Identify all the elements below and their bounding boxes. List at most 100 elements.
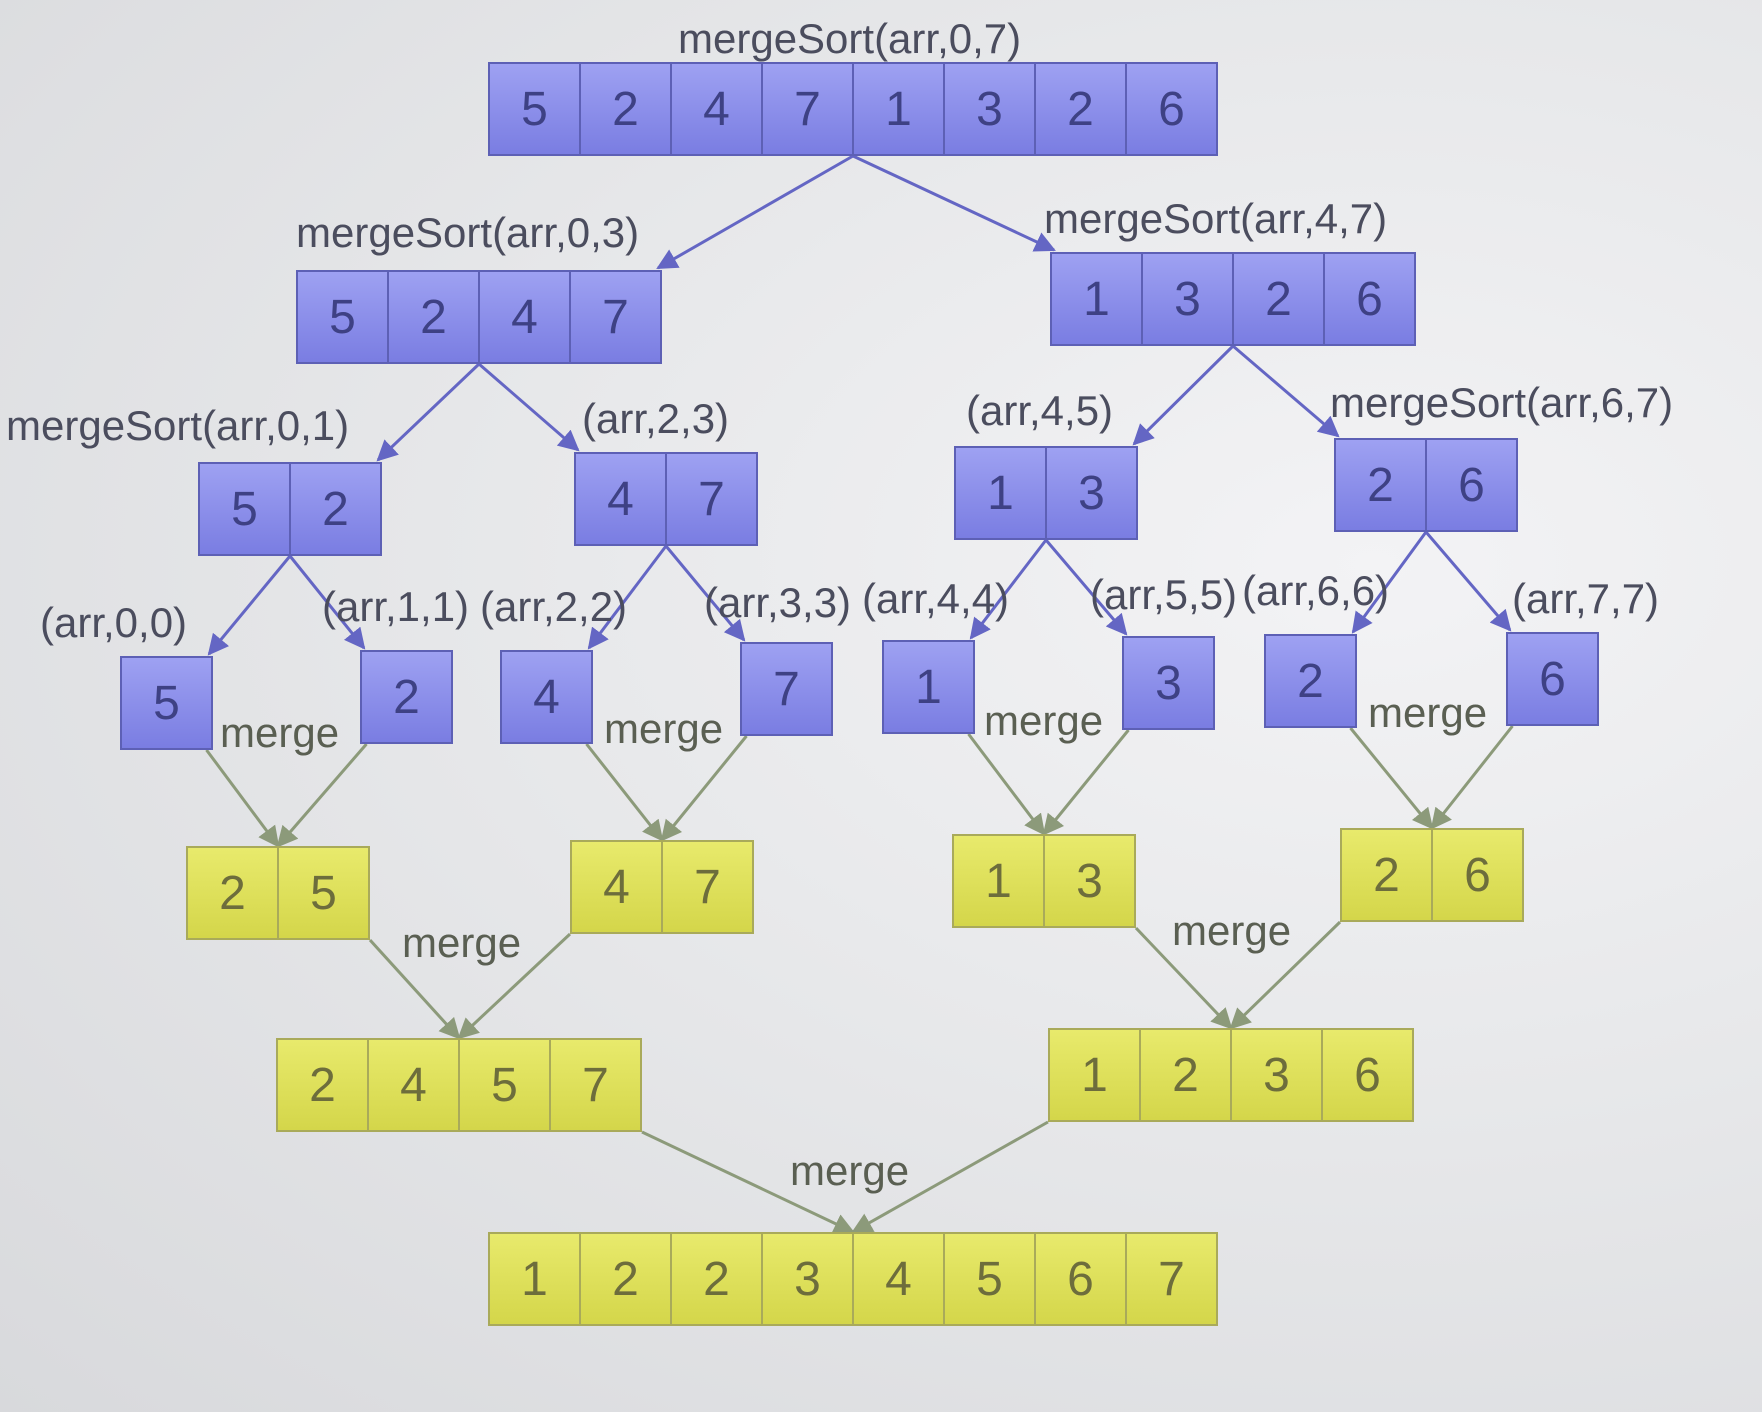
split-arrow xyxy=(288,555,366,650)
split-arrow xyxy=(1351,531,1428,634)
merge-arrow xyxy=(276,743,368,848)
array-cell: 7 xyxy=(1125,1232,1218,1326)
array-cell: 7 xyxy=(761,62,854,156)
node-label-rlr: (arr,5,5) xyxy=(1090,571,1238,618)
array-cell: 1 xyxy=(952,834,1045,928)
array-cell: 7 xyxy=(661,840,754,934)
node-label-rl: (arr,4,5) xyxy=(966,387,1114,434)
array-cell: 6 xyxy=(1431,828,1524,922)
split-node-lrr: 7 xyxy=(740,642,833,736)
array-cell: 2 xyxy=(1034,62,1127,156)
node-label-llr: (arr,1,1) xyxy=(322,583,470,630)
array-cell: 4 xyxy=(852,1232,945,1326)
array-cell: 6 xyxy=(1323,252,1416,346)
array-cell: 4 xyxy=(570,840,663,934)
merge-label: merge xyxy=(984,697,1104,744)
array-cell: 3 xyxy=(761,1232,854,1326)
split-node-lrl: 4 xyxy=(500,650,593,744)
array-cell: 1 xyxy=(954,446,1047,540)
array-cell: 6 xyxy=(1425,438,1518,532)
array-cell: 5 xyxy=(198,462,291,556)
array-cell: 5 xyxy=(488,62,581,156)
array-cell: 3 xyxy=(1141,252,1234,346)
node-label-rll: (arr,4,4) xyxy=(862,575,1010,622)
array-cell: 5 xyxy=(458,1038,551,1132)
array-cell: 5 xyxy=(296,270,389,364)
node-label-rr: mergeSort(arr,6,7) xyxy=(1330,379,1674,426)
node-label-rrl: (arr,6,6) xyxy=(1242,567,1390,614)
array-cell: 1 xyxy=(1050,252,1143,346)
split-arrow xyxy=(1132,344,1235,446)
array-cell: 4 xyxy=(670,62,763,156)
merge-label: merge xyxy=(604,705,724,752)
array-cell: 2 xyxy=(670,1232,763,1326)
merge-label: merge xyxy=(402,919,522,966)
merge-arrow xyxy=(457,932,572,1040)
array-cell: 2 xyxy=(1139,1028,1232,1122)
merge-arrow xyxy=(1349,727,1434,830)
node-label-ll: mergeSort(arr,0,1) xyxy=(6,402,350,449)
merge-arrow xyxy=(1134,926,1233,1030)
array-cell: 7 xyxy=(740,642,833,736)
array-cell: 2 xyxy=(360,650,453,744)
array-cell: 3 xyxy=(943,62,1036,156)
array-cell: 3 xyxy=(1043,834,1136,928)
array-cell: 1 xyxy=(1048,1028,1141,1122)
array-cell: 2 xyxy=(1334,438,1427,532)
split-arrow xyxy=(1424,531,1512,632)
merge-arrow xyxy=(851,1120,1049,1234)
array-cell: 4 xyxy=(500,650,593,744)
array-cell: 7 xyxy=(665,452,758,546)
split-node-llr: 2 xyxy=(360,650,453,744)
array-cell: 5 xyxy=(120,656,213,750)
merge-arrow xyxy=(967,733,1046,836)
node-label-lll: (arr,0,0) xyxy=(40,599,188,646)
node-label-lrr: (arr,3,3) xyxy=(704,579,852,626)
array-cell: 4 xyxy=(574,452,667,546)
split-arrow xyxy=(852,154,1056,252)
array-cell: 2 xyxy=(1264,634,1357,728)
array-cell: 1 xyxy=(882,640,975,734)
merge-arrow xyxy=(1042,729,1130,836)
array-cell: 2 xyxy=(1232,252,1325,346)
merge-arrow xyxy=(641,1130,855,1234)
merge-arrow xyxy=(368,938,461,1040)
split-arrow xyxy=(587,545,668,650)
node-label-root: mergeSort(arr,0,7) xyxy=(678,15,1022,62)
node-label-rrr: (arr,7,7) xyxy=(1512,575,1660,622)
array-cell: 6 xyxy=(1321,1028,1414,1122)
split-arrow xyxy=(207,555,292,656)
merge-arrow xyxy=(1229,920,1342,1030)
array-cell: 7 xyxy=(549,1038,642,1132)
array-cell: 7 xyxy=(569,270,662,364)
array-cell: 2 xyxy=(289,462,382,556)
split-arrow xyxy=(969,539,1048,640)
array-cell: 4 xyxy=(478,270,571,364)
array-cell: 6 xyxy=(1506,632,1599,726)
array-cell: 2 xyxy=(387,270,480,364)
array-cell: 2 xyxy=(579,1232,672,1326)
array-cell: 4 xyxy=(367,1038,460,1132)
array-cell: 1 xyxy=(488,1232,581,1326)
split-node-rrr: 6 xyxy=(1506,632,1599,726)
split-arrow xyxy=(1232,344,1340,438)
node-label-r: mergeSort(arr,4,7) xyxy=(1044,195,1388,242)
node-label-lrl: (arr,2,2) xyxy=(480,583,628,630)
merge-arrow xyxy=(1430,725,1514,830)
node-label-l: mergeSort(arr,0,3) xyxy=(296,209,640,256)
array-cell: 2 xyxy=(1340,828,1433,922)
